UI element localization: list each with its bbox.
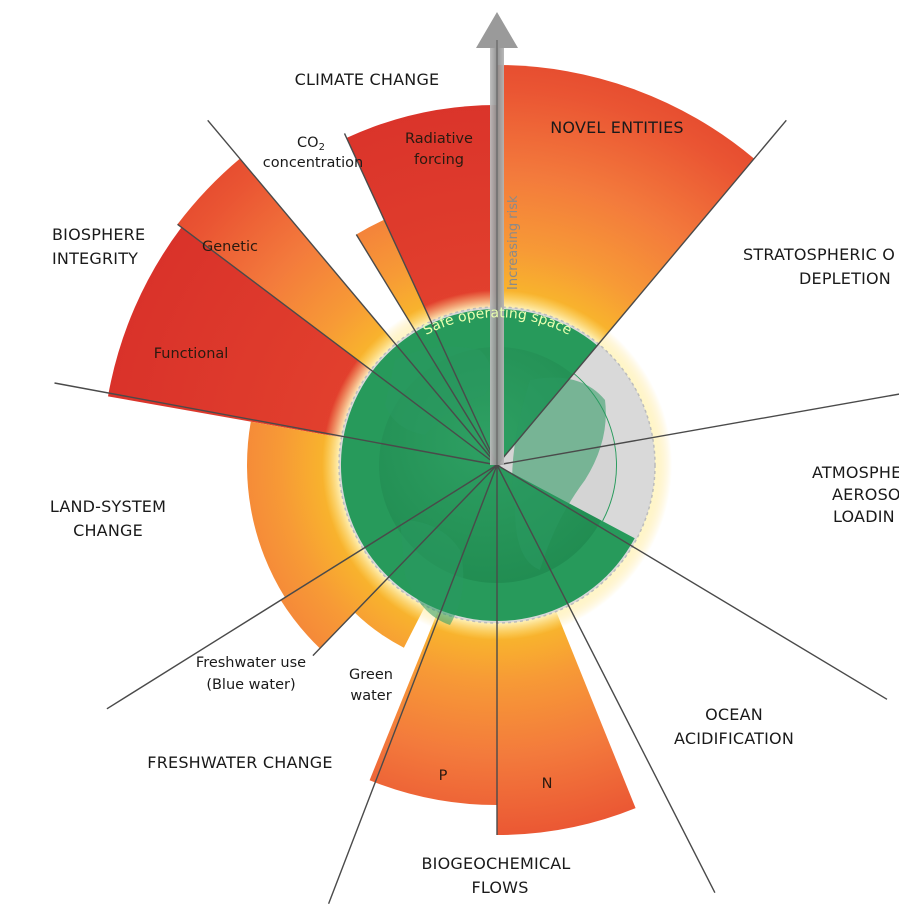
- divider-ocean-biogeo: [496, 464, 716, 894]
- divider-biogeo-freshwater: [327, 464, 498, 905]
- divider-freshwater-land: [106, 464, 498, 710]
- label-aerosol: ATMOSPHE: [812, 463, 899, 482]
- divider-ozone-aerosol: [496, 393, 899, 466]
- label-radiative-forcing: Radiative: [405, 131, 473, 147]
- boundary-divider-lines: [54, 119, 899, 905]
- label-land-system-change-line2: CHANGE: [73, 521, 143, 540]
- increasing-risk-label: Increasing risk: [506, 195, 521, 290]
- label-novel-entities: NOVEL ENTITIES: [550, 118, 683, 137]
- label-aerosol-line3: LOADIN: [833, 507, 895, 526]
- label-functional: Functional: [154, 346, 229, 362]
- divider-blue-green: [312, 464, 498, 657]
- increasing-risk-arrow: [476, 12, 518, 465]
- continent-shapes: [385, 346, 606, 625]
- label-blue-water: Freshwater use: [196, 655, 306, 671]
- divider-aerosol-ocean: [496, 464, 888, 700]
- label-ocean-acidification: OCEAN: [705, 705, 763, 724]
- label-phosphorus: P: [439, 768, 448, 784]
- label-green-water: Green: [349, 667, 393, 683]
- label-land-system-change: LAND-SYSTEM: [50, 497, 166, 516]
- label-biosphere-integrity-line2: INTEGRITY: [52, 249, 138, 268]
- globe: [340, 308, 635, 625]
- divider-novel-ozone: [496, 119, 787, 466]
- divider-radiative-inner: [343, 133, 498, 466]
- label-co2-concentration-line2: concentration: [263, 155, 363, 171]
- label-biosphere-integrity: BIOSPHERE: [52, 225, 145, 244]
- label-co2-concentration: CO2: [297, 135, 325, 153]
- label-freshwater-change: FRESHWATER CHANGE: [147, 753, 332, 772]
- label-biogeochemical-flows: BIOGEOCHEMICAL: [421, 854, 570, 873]
- label-aerosol-line2: AEROSO: [832, 485, 899, 504]
- label-radiative-forcing-line2: forcing: [414, 152, 464, 168]
- label-blue-water-line2: (Blue water): [206, 677, 295, 693]
- label-nitrogen: N: [542, 776, 553, 792]
- divider-land-biosphere: [54, 382, 498, 466]
- label-climate-change: CLIMATE CHANGE: [295, 70, 440, 89]
- label-ozone-line2: DEPLETION: [799, 269, 891, 288]
- divider-biosphere-climate: [207, 119, 498, 466]
- label-biogeochemical-flows-line2: FLOWS: [471, 878, 528, 897]
- divider-genetic-functional: [177, 223, 498, 466]
- label-ocean-acidification-line2: ACIDIFICATION: [674, 729, 794, 748]
- label-green-water-line2: water: [350, 688, 391, 704]
- label-genetic: Genetic: [202, 239, 258, 255]
- divider-co2-radiative: [355, 234, 498, 466]
- label-ozone: STRATOSPHERIC O: [743, 245, 895, 264]
